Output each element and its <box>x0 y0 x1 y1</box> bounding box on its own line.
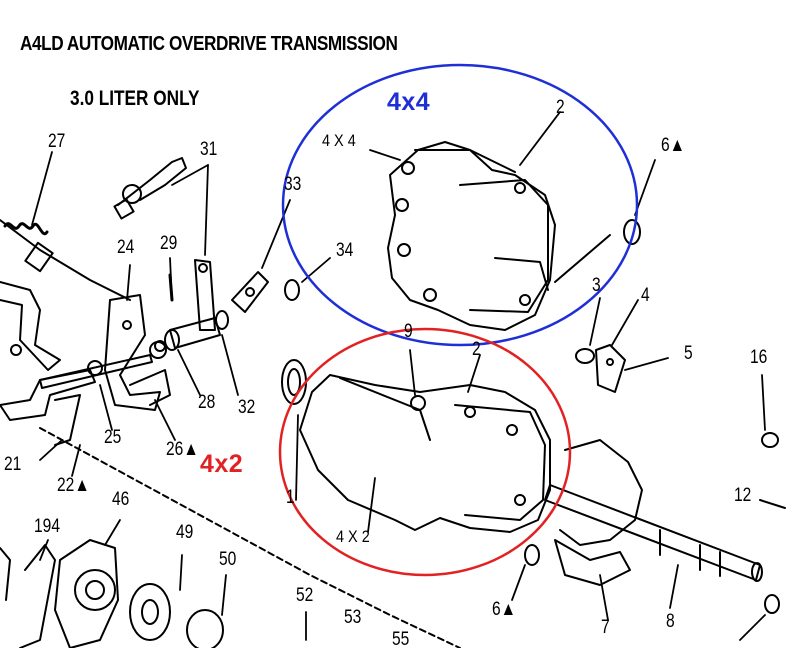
callout-16: 16 <box>750 347 768 368</box>
callout-33: 33 <box>284 174 302 195</box>
callout-9: 9 <box>404 321 413 342</box>
callout-46: 46 <box>112 489 130 510</box>
callout-8: 8 <box>666 611 675 632</box>
callout-7: 7 <box>601 617 610 638</box>
plug-6-lower <box>524 544 540 566</box>
clutch-stack-left <box>0 547 11 601</box>
callout-32: 32 <box>238 397 256 418</box>
callout-2-lower: 2 <box>472 339 481 360</box>
spring-31 <box>113 157 187 220</box>
shaft-25 <box>39 341 167 389</box>
callout-34: 34 <box>336 240 354 261</box>
callout-27: 27 <box>48 131 66 152</box>
throttle-cable-27 <box>0 219 131 301</box>
callout-3: 3 <box>592 275 601 296</box>
callout-31: 31 <box>200 139 218 160</box>
callout-55: 55 <box>392 629 410 650</box>
highlight-ellipse-4x2 <box>278 327 572 577</box>
disc-49 <box>129 583 171 641</box>
manual-lever-26 <box>129 369 171 406</box>
lever-22 <box>54 394 81 446</box>
shaft-28 <box>154 317 221 352</box>
ring-50 <box>186 609 224 648</box>
bracket-7 <box>554 539 631 586</box>
bracket-33 <box>231 271 269 313</box>
callout-26: 26▲ <box>166 439 199 460</box>
bracket-left <box>0 281 61 371</box>
gasket-4x2 <box>559 439 643 546</box>
seal-34 <box>284 279 300 301</box>
plug-6-upper <box>623 219 641 245</box>
part-lower-right <box>764 594 780 614</box>
callout-12: 12 <box>734 485 752 506</box>
callout-25: 25 <box>104 427 122 448</box>
housing-label-4x2: 4 X 2 <box>336 527 370 546</box>
lever-arm <box>194 259 216 331</box>
part-16 <box>761 432 779 448</box>
extension-housing-4x4 <box>387 141 611 331</box>
callout-21: 21 <box>4 454 22 475</box>
callout-52: 52 <box>296 585 314 606</box>
washer-32 <box>215 310 229 330</box>
callout-6-upper: 6▲ <box>661 135 686 156</box>
callout-24: 24 <box>117 237 135 258</box>
detent-plate-24 <box>104 294 161 411</box>
callout-22: 22▲ <box>57 475 90 496</box>
annotation-4x4: 4x4 <box>387 88 431 116</box>
callout-2-upper: 2 <box>556 97 565 118</box>
part-12 <box>759 499 786 509</box>
callout-50: 50 <box>219 549 237 570</box>
pan-outline <box>39 427 461 648</box>
gear-46 <box>54 539 119 648</box>
annotation-4x2: 4x2 <box>200 450 244 478</box>
housing-label-4x4: 4 X 4 <box>322 131 356 150</box>
extension-housing-4x2 <box>299 374 551 533</box>
callout-6-lower: 6▲ <box>492 599 517 620</box>
callout-28: 28 <box>198 392 216 413</box>
diagram-title: A4LD AUTOMATIC OVERDRIVE TRANSMISSION <box>20 33 398 55</box>
output-shaft-8 <box>544 484 763 582</box>
highlight-ellipse-4x4 <box>281 63 639 347</box>
callout-49: 49 <box>176 522 194 543</box>
engine-note: 3.0 LITER ONLY <box>70 87 200 110</box>
leader-lines <box>31 111 766 641</box>
parts-3-4-5 <box>575 344 626 393</box>
drum-194 <box>19 544 56 648</box>
callout-4: 4 <box>641 285 650 306</box>
shift-lever-21 <box>0 369 96 421</box>
callout-29: 29 <box>160 233 178 254</box>
callout-5: 5 <box>684 343 693 364</box>
callout-1: 1 <box>286 487 295 508</box>
callout-194: 194 <box>34 516 60 537</box>
callout-53: 53 <box>344 607 362 628</box>
